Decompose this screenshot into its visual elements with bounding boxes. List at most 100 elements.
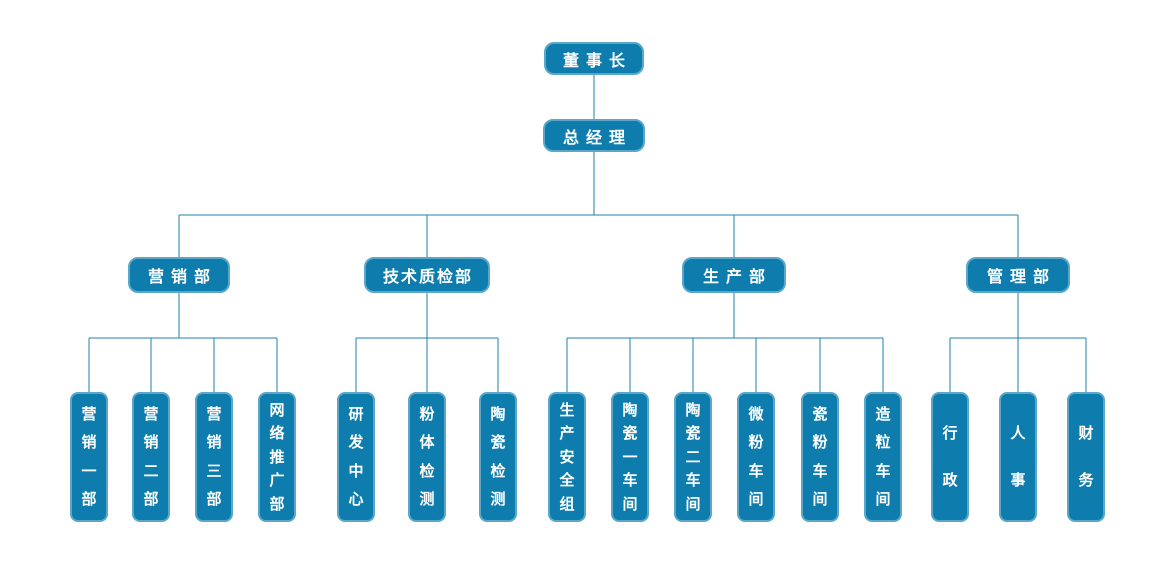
node-label: 研发中心 bbox=[339, 394, 373, 520]
vertical-char: 间 bbox=[748, 490, 764, 508]
vertical-char: 中 bbox=[348, 462, 364, 480]
vertical-char: 车 bbox=[812, 462, 828, 480]
vertical-char: 陶 bbox=[490, 406, 506, 424]
node-label: 营销一部 bbox=[72, 394, 106, 520]
vertical-char: 瓷 bbox=[490, 434, 506, 452]
vertical-char: 销 bbox=[143, 434, 159, 452]
vertical-char: 人 bbox=[1010, 425, 1026, 442]
vertical-char: 发 bbox=[348, 434, 364, 452]
vertical-char: 间 bbox=[622, 495, 638, 513]
vertical-char: 全 bbox=[559, 472, 575, 489]
vertical-char: 造 bbox=[875, 406, 891, 424]
node-label: 网络推广部 bbox=[260, 394, 294, 520]
node-unit-hr: 人事 bbox=[999, 392, 1037, 522]
vertical-char: 营 bbox=[206, 406, 222, 424]
vertical-char: 二 bbox=[685, 448, 701, 466]
node-label: 总经理 bbox=[562, 129, 632, 147]
node-unit-ceramic-workshop-1: 陶瓷一车间 bbox=[611, 392, 649, 522]
vertical-char: 瓷 bbox=[622, 425, 638, 442]
vertical-char: 生 bbox=[559, 401, 575, 419]
vertical-char: 部 bbox=[143, 490, 159, 508]
vertical-char: 部 bbox=[81, 490, 97, 508]
node-label: 财务 bbox=[1069, 394, 1103, 520]
node-dept-marketing: 营销部 bbox=[128, 257, 230, 293]
vertical-char: 二 bbox=[143, 462, 159, 480]
node-label: 技术质检部 bbox=[382, 269, 473, 286]
node-label: 粉体检测 bbox=[410, 394, 444, 520]
vertical-char: 车 bbox=[622, 472, 638, 489]
node-unit-production-safety: 生产安全组 bbox=[548, 392, 586, 522]
vertical-char: 测 bbox=[419, 490, 435, 508]
node-label: 生产部 bbox=[702, 269, 772, 286]
node-label: 营销三部 bbox=[197, 394, 231, 520]
node-unit-ceramic-workshop-2: 陶瓷二车间 bbox=[674, 392, 712, 522]
node-label: 行政 bbox=[933, 394, 967, 520]
node-label: 管理部 bbox=[986, 269, 1056, 286]
node-unit-administration: 行政 bbox=[931, 392, 969, 522]
vertical-char: 测 bbox=[490, 490, 506, 508]
node-unit-marketing-3: 营销三部 bbox=[195, 392, 233, 522]
node-unit-marketing-2: 营销二部 bbox=[132, 392, 170, 522]
node-unit-granulation-workshop: 造粒车间 bbox=[864, 392, 902, 522]
vertical-char: 行 bbox=[942, 425, 958, 442]
node-unit-ceramic-testing: 陶瓷检测 bbox=[479, 392, 517, 522]
vertical-char: 研 bbox=[348, 406, 364, 424]
vertical-char: 心 bbox=[348, 490, 364, 508]
vertical-char: 政 bbox=[942, 472, 958, 489]
vertical-char: 事 bbox=[1010, 472, 1026, 489]
node-label: 董事长 bbox=[562, 52, 632, 70]
vertical-char: 络 bbox=[269, 425, 285, 442]
node-label: 营销二部 bbox=[134, 394, 168, 520]
node-label: 陶瓷检测 bbox=[481, 394, 515, 520]
vertical-char: 广 bbox=[269, 472, 285, 489]
node-general-manager: 总经理 bbox=[543, 119, 645, 152]
vertical-char: 安 bbox=[559, 448, 575, 466]
vertical-char: 销 bbox=[206, 434, 222, 452]
vertical-char: 财 bbox=[1078, 425, 1094, 442]
vertical-char: 粉 bbox=[419, 406, 435, 424]
node-label: 瓷粉车间 bbox=[803, 394, 837, 520]
node-chairman: 董事长 bbox=[544, 42, 644, 75]
vertical-char: 检 bbox=[419, 462, 435, 480]
vertical-char: 营 bbox=[81, 406, 97, 424]
node-label: 陶瓷一车间 bbox=[613, 394, 647, 520]
vertical-char: 组 bbox=[559, 495, 575, 513]
node-label: 造粒车间 bbox=[866, 394, 900, 520]
node-dept-tech-qc: 技术质检部 bbox=[364, 257, 490, 293]
vertical-char: 一 bbox=[622, 448, 638, 466]
vertical-char: 瓷 bbox=[685, 425, 701, 442]
node-unit-finance: 财务 bbox=[1067, 392, 1105, 522]
vertical-char: 陶 bbox=[685, 401, 701, 419]
vertical-char: 车 bbox=[748, 462, 764, 480]
vertical-char: 务 bbox=[1078, 472, 1094, 489]
node-unit-marketing-1: 营销一部 bbox=[70, 392, 108, 522]
node-unit-porcelain-powder-workshop: 瓷粉车间 bbox=[801, 392, 839, 522]
vertical-char: 微 bbox=[748, 406, 764, 424]
node-unit-online-promotion: 网络推广部 bbox=[258, 392, 296, 522]
node-unit-powder-testing: 粉体检测 bbox=[408, 392, 446, 522]
vertical-char: 销 bbox=[81, 434, 97, 452]
vertical-char: 部 bbox=[269, 495, 285, 513]
vertical-char: 体 bbox=[419, 434, 435, 452]
node-dept-admin: 管理部 bbox=[966, 257, 1070, 293]
vertical-char: 营 bbox=[143, 406, 159, 424]
vertical-char: 部 bbox=[206, 490, 222, 508]
node-label: 生产安全组 bbox=[550, 394, 584, 520]
node-unit-rd-center: 研发中心 bbox=[337, 392, 375, 522]
vertical-char: 瓷 bbox=[812, 406, 828, 424]
vertical-char: 粒 bbox=[875, 434, 891, 452]
vertical-char: 间 bbox=[812, 490, 828, 508]
vertical-char: 间 bbox=[875, 490, 891, 508]
vertical-char: 车 bbox=[875, 462, 891, 480]
vertical-char: 间 bbox=[685, 495, 701, 513]
vertical-char: 粉 bbox=[812, 434, 828, 452]
vertical-char: 产 bbox=[559, 425, 575, 442]
vertical-char: 检 bbox=[490, 462, 506, 480]
vertical-char: 三 bbox=[206, 462, 222, 480]
vertical-char: 网 bbox=[269, 401, 285, 419]
vertical-char: 一 bbox=[81, 462, 97, 480]
node-dept-production: 生产部 bbox=[682, 257, 786, 293]
vertical-char: 粉 bbox=[748, 434, 764, 452]
